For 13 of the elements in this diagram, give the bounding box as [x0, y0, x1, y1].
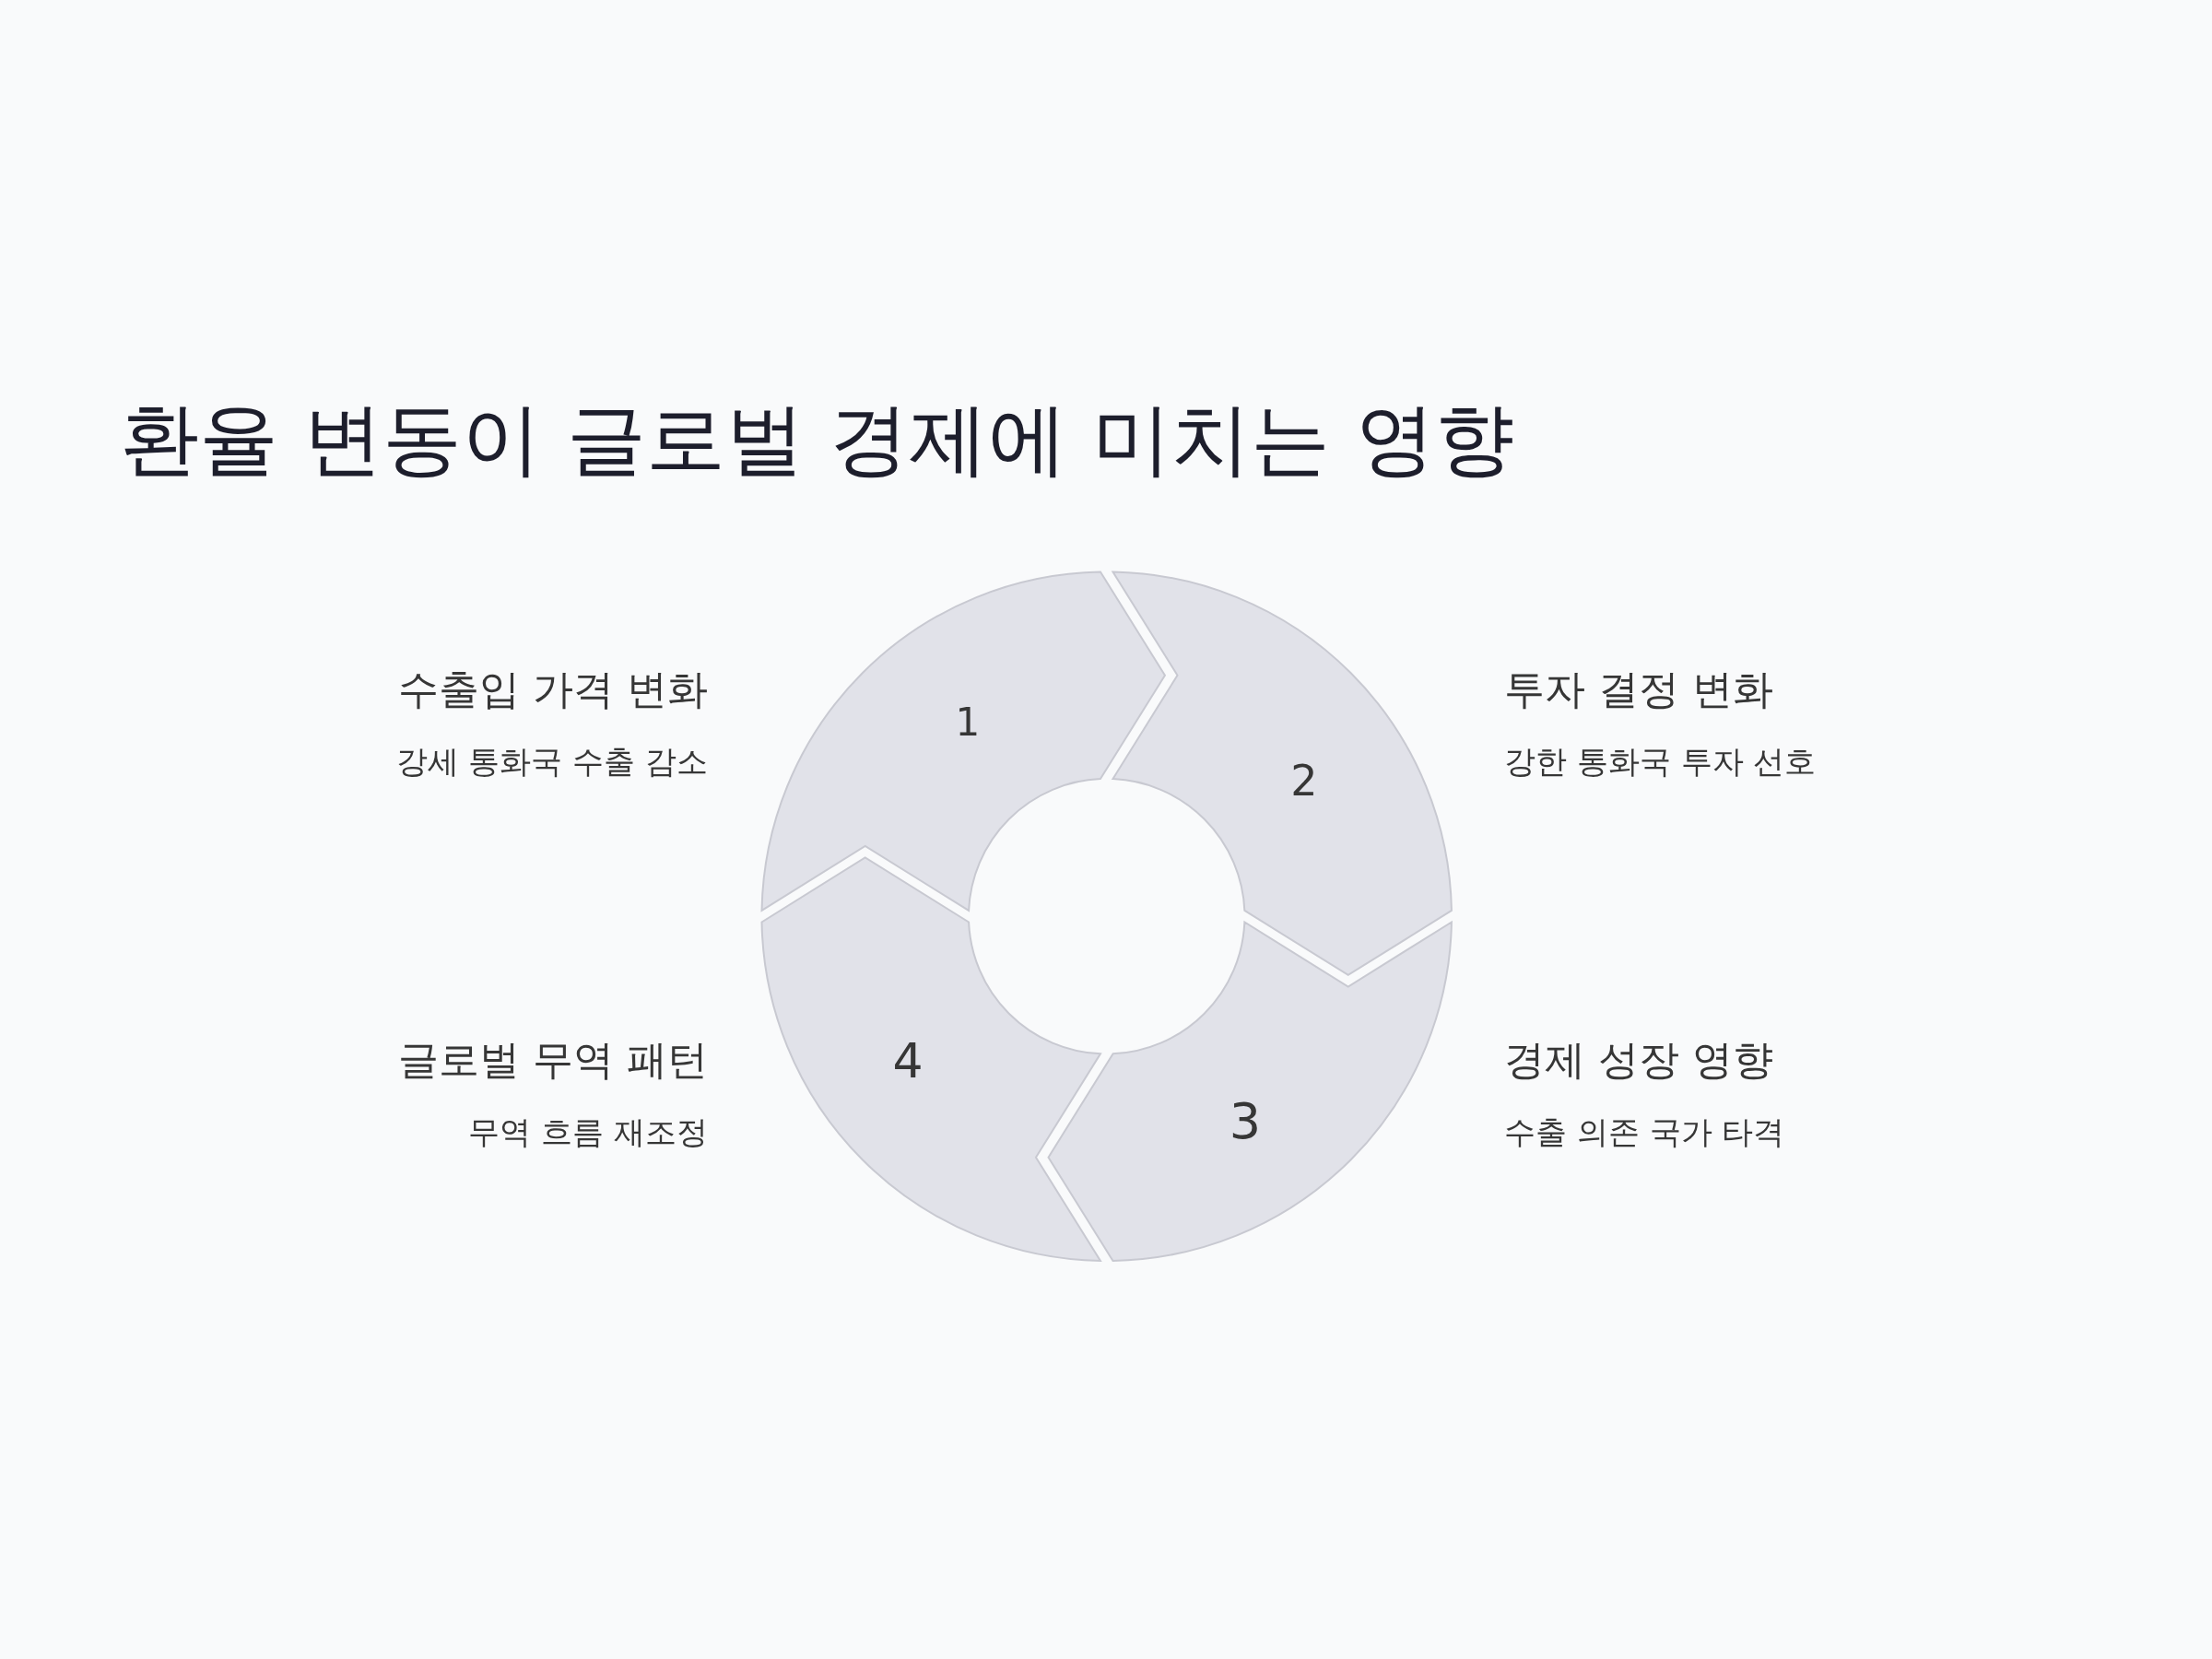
step-heading: 경제 성장 영향 [1504, 1036, 1773, 1085]
step-number: 1 [955, 703, 981, 742]
step-number: 2 [1290, 759, 1318, 802]
step-description: 수출 의존 국가 타격 [1504, 1113, 1785, 1151]
step-heading: 글로벌 무역 패턴 [398, 1036, 708, 1085]
step-heading: 수출입 가격 변화 [398, 665, 708, 714]
step-heading: 투자 결정 변화 [1504, 665, 1773, 714]
step-description: 무역 흐름 재조정 [468, 1113, 708, 1151]
step-description: 강세 통화국 수출 감소 [395, 743, 708, 781]
step-number: 3 [1229, 1097, 1262, 1147]
title: 환율 변동이 글로벌 경제에 미치는 영향 [120, 392, 1514, 487]
step-number: 4 [892, 1037, 924, 1085]
step-description: 강한 통화국 투자 선호 [1504, 743, 1817, 781]
